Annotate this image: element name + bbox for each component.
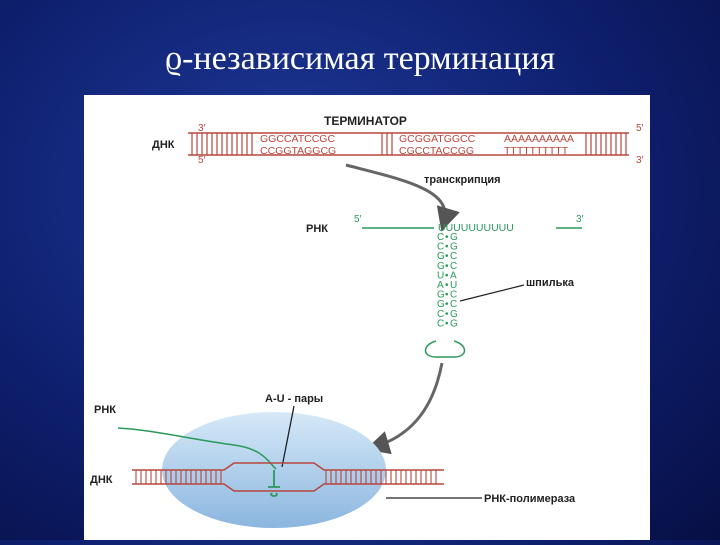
hairpin-base-right: G — [450, 242, 458, 253]
hairpin-base-right: A — [450, 270, 457, 281]
mini-hairpin — [268, 470, 280, 497]
rna-label: РНК — [306, 223, 328, 235]
transcription-arrow — [345, 163, 460, 232]
hairpin-base-left: G — [437, 290, 445, 301]
hairpin-bond: • — [445, 318, 449, 329]
termination-diagram: ТЕРМИНАТОР ДНК 3′ 5′ 5′ 3′ GGCCATCCGC GC… — [90, 114, 644, 528]
dna-bottom-seq3: TTTTTTTTTT — [504, 145, 569, 157]
hairpin-base-left: C — [437, 232, 444, 243]
rna-label-bottom: РНК — [94, 404, 116, 416]
slide-title: ϱ-независимая терминация — [164, 40, 556, 77]
dna-sequences: GGCCATCCGC GCGGATGGCC AAAAAAAAAA CCGGTAG… — [258, 133, 584, 157]
hairpin-label: шпилька — [526, 277, 575, 289]
hairpin-pointer — [459, 284, 525, 302]
hairpin-base-left: A — [437, 280, 444, 291]
dna-label: ДНК — [152, 139, 175, 151]
rna-3prime: 3′ — [576, 214, 584, 225]
dna-bottom-duplex — [132, 462, 444, 492]
hairpin-base-left: C — [437, 318, 444, 329]
dna-top-3prime: 3′ — [198, 123, 206, 134]
hairpin-base-left: U — [437, 270, 444, 281]
hairpin-base-left: C — [437, 242, 444, 253]
au-pairs-pointer — [281, 405, 295, 468]
dna-top-seq1: GGCCATCCGC — [260, 133, 335, 145]
hairpin-bond: • — [445, 290, 449, 301]
hairpin-base-left: C — [437, 309, 444, 320]
au-pairs-label: A-U - пары — [265, 393, 323, 405]
hairpin-base-left: G — [437, 299, 445, 310]
termination-arrow — [365, 362, 444, 455]
dna-label-bottom: ДНК — [90, 474, 113, 486]
hairpin-base-right: C — [450, 299, 457, 310]
hairpin-base-right: C — [450, 261, 457, 272]
hairpin-loop — [424, 340, 466, 358]
hairpin-base-right: C — [450, 290, 457, 301]
dna-bottom-seq2: CGCCTACCGG — [399, 145, 474, 157]
rna-5prime: 5′ — [354, 214, 362, 225]
dna-double-strand — [188, 132, 629, 156]
dna-bottom-3prime: 3′ — [636, 155, 644, 166]
polymerase-label: РНК-полимераза — [484, 493, 576, 505]
hairpin-base-right: U — [450, 280, 457, 291]
hairpin-bond: • — [445, 232, 449, 243]
dna-top-seq2: GCGGATGGCC — [399, 133, 476, 145]
dna-bottom-5prime: 5′ — [198, 155, 206, 166]
hairpin-bond: • — [445, 270, 449, 281]
hairpin-bond: • — [445, 261, 449, 272]
dna-top-seq3: AAAAAAAAAA — [504, 133, 574, 145]
dna-base-pair-rungs — [191, 133, 627, 155]
hairpin-bond: • — [445, 280, 449, 291]
transcription-label: транскрипция — [424, 174, 501, 186]
dna-top-5prime: 5′ — [636, 123, 644, 134]
terminator-label: ТЕРМИНАТОР — [324, 114, 407, 128]
hairpin-bond: • — [445, 242, 449, 253]
hairpin-stem: C•GC•GG•CG•CU•AA•UG•CG•CC•GC•G — [437, 232, 458, 329]
hairpin-base-right: G — [450, 309, 458, 320]
hairpin-base-right: C — [450, 251, 457, 262]
hairpin-bond: • — [445, 309, 449, 320]
dna-bottom-seq1: CCGGTAGGCG — [260, 145, 336, 157]
hairpin-bond: • — [445, 251, 449, 262]
hairpin-base-left: G — [437, 261, 445, 272]
hairpin-base-right: G — [450, 318, 458, 329]
hairpin-bond: • — [445, 299, 449, 310]
dna-bottom-rungs — [135, 470, 437, 484]
rna-tail-seq: UUUUUUUUUU — [438, 222, 514, 234]
rna-strand-bottom — [117, 427, 277, 470]
hairpin-base-right: G — [450, 232, 458, 243]
diagram-panel: ТЕРМИНАТОР ДНК 3′ 5′ 5′ 3′ GGCCATCCGC GC… — [84, 95, 650, 540]
hairpin-base-left: G — [437, 251, 445, 262]
